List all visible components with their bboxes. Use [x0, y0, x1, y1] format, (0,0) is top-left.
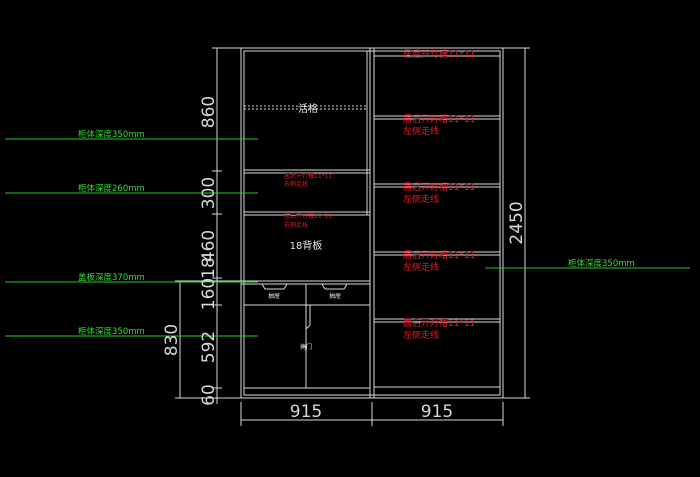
depth-label-lower: 柜体深度350mm — [78, 326, 145, 337]
dim-width-right: 915 — [421, 402, 453, 422]
svg-text:左侧走线: 左侧走线 — [403, 125, 439, 137]
svg-text:左侧走线: 左侧走线 — [403, 261, 439, 273]
back-panel-label: 18背板 — [290, 239, 323, 252]
svg-text:右侧走线: 右侧走线 — [284, 180, 308, 188]
door-label: 掩门 — [300, 343, 312, 351]
dim-2450: 2450 — [507, 201, 527, 244]
svg-text:居后开灯槽11*11: 居后开灯槽11*11 — [403, 113, 475, 125]
dim-860: 860 — [199, 96, 219, 128]
notes: 居后开灯槽11*11 右侧走线 居后开灯槽11*11 右侧走线 居后开灯槽11*… — [284, 48, 475, 341]
dim-830: 830 — [162, 324, 182, 356]
svg-text:居后开灯槽11*11: 居后开灯槽11*11 — [284, 212, 332, 220]
depth-label-cover: 盖板深度370mm — [78, 272, 145, 283]
dim-width-left: 915 — [290, 402, 322, 422]
dim-160: 160 — [199, 278, 219, 310]
svg-text:左侧走线: 左侧走线 — [403, 193, 439, 205]
drawer-label: 抽屉 — [268, 292, 280, 300]
depth-label-right: 柜体深度350mm — [568, 258, 635, 269]
depth-label-middle: 柜体深度260mm — [78, 183, 145, 194]
svg-text:居后开灯槽11*11: 居后开灯槽11*11 — [403, 317, 475, 329]
svg-text:居后开灯槽11*11: 居后开灯槽11*11 — [403, 181, 475, 193]
dim-300: 300 — [199, 177, 219, 209]
depth-arrows — [5, 138, 690, 337]
dim-60: 60 — [199, 384, 219, 406]
dim-592: 592 — [199, 331, 219, 363]
dim-18: 18 — [199, 257, 219, 279]
open-shelf-label: 活格 — [298, 102, 318, 115]
svg-text:居后开灯槽11*11: 居后开灯槽11*11 — [403, 48, 475, 60]
svg-text:居后开灯槽11*11: 居后开灯槽11*11 — [403, 249, 475, 261]
cabinet-outline — [175, 47, 530, 426]
drawer-label: 抽屉 — [329, 292, 341, 300]
depth-label-upper: 柜体深度350mm — [78, 129, 145, 140]
svg-text:居后开灯槽11*11: 居后开灯槽11*11 — [284, 172, 332, 180]
svg-text:左侧走线: 左侧走线 — [403, 329, 439, 341]
dim-460: 460 — [199, 230, 219, 262]
svg-text:右侧走线: 右侧走线 — [284, 221, 308, 229]
